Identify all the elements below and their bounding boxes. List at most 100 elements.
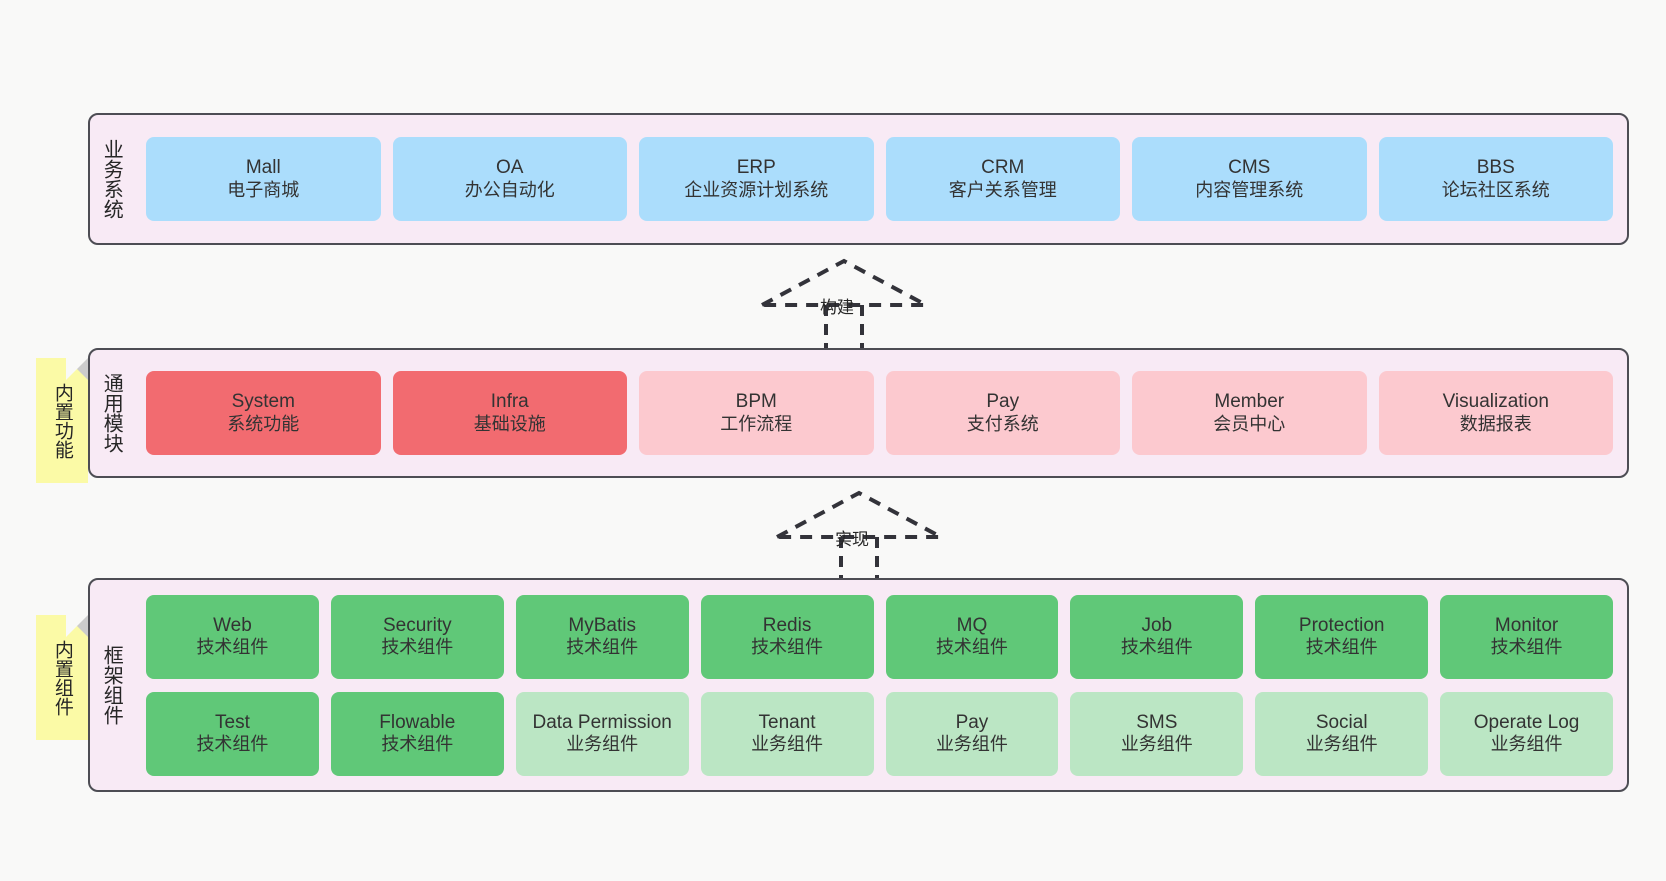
card-subtitle: 办公自动化 bbox=[464, 179, 555, 200]
card-subtitle: 技术组件 bbox=[381, 734, 454, 755]
card-title: Monitor bbox=[1494, 614, 1559, 636]
card-redis[interactable]: Redis 技术组件 bbox=[700, 594, 874, 679]
card-bbs[interactable]: BBS 论坛社区系统 bbox=[1378, 137, 1613, 221]
card-subtitle: 企业资源计划系统 bbox=[684, 179, 829, 200]
business-card-list: Mall 电子商城 OA 办公自动化 ERP 企业资源计划系统 CRM 客户关系… bbox=[132, 115, 1627, 243]
card-title: Tenant bbox=[758, 711, 816, 733]
connector-implement-arrow bbox=[776, 490, 942, 582]
card-title: Protection bbox=[1298, 614, 1385, 636]
card-pay-module[interactable]: Pay 支付系统 bbox=[885, 371, 1120, 455]
card-operate-log[interactable]: Operate Log 业务组件 bbox=[1440, 691, 1613, 776]
card-title: Data Permission bbox=[532, 711, 672, 733]
framework-row-technical: Web 技术组件 Security 技术组件 MyBatis 技术组件 Redi… bbox=[146, 594, 1613, 679]
card-oa[interactable]: OA 办公自动化 bbox=[392, 137, 627, 221]
card-tenant[interactable]: Tenant 业务组件 bbox=[700, 691, 874, 776]
card-subtitle: 系统功能 bbox=[227, 413, 300, 434]
card-test[interactable]: Test 技术组件 bbox=[146, 691, 319, 776]
card-title: OA bbox=[496, 157, 524, 179]
card-social[interactable]: Social 业务组件 bbox=[1255, 691, 1429, 776]
layer-title-business-systems: 业务系统 bbox=[100, 139, 123, 219]
card-subtitle: 支付系统 bbox=[966, 413, 1039, 434]
card-system[interactable]: System 系统功能 bbox=[146, 371, 381, 455]
card-title: Flowable bbox=[379, 711, 456, 733]
card-subtitle: 技术组件 bbox=[196, 734, 269, 755]
card-subtitle: 技术组件 bbox=[196, 637, 269, 658]
card-title: Web bbox=[213, 614, 252, 636]
card-title: MyBatis bbox=[568, 614, 636, 636]
card-subtitle: 业务组件 bbox=[566, 734, 639, 755]
card-subtitle: 业务组件 bbox=[1120, 734, 1193, 755]
card-subtitle: 论坛社区系统 bbox=[1441, 179, 1550, 200]
card-title: CMS bbox=[1228, 157, 1271, 179]
card-web[interactable]: Web 技术组件 bbox=[146, 594, 319, 679]
connector-implement: 实现 bbox=[765, 487, 945, 582]
card-subtitle: 业务组件 bbox=[751, 734, 824, 755]
card-title: System bbox=[231, 391, 295, 413]
card-monitor[interactable]: Monitor 技术组件 bbox=[1440, 594, 1613, 679]
card-subtitle: 业务组件 bbox=[935, 734, 1008, 755]
card-data-permission[interactable]: Data Permission 业务组件 bbox=[515, 691, 689, 776]
card-title: MQ bbox=[956, 614, 988, 636]
connector-build-arrow bbox=[761, 258, 927, 350]
card-flowable[interactable]: Flowable 技术组件 bbox=[330, 691, 504, 776]
card-mall[interactable]: Mall 电子商城 bbox=[146, 137, 381, 221]
modules-card-list: System 系统功能 Infra 基础设施 BPM 工作流程 Pay 支付系统… bbox=[132, 350, 1627, 476]
card-subtitle: 基础设施 bbox=[473, 413, 546, 434]
card-title: Pay bbox=[955, 711, 989, 733]
card-title: Security bbox=[382, 614, 452, 636]
card-title: Job bbox=[1141, 614, 1173, 636]
connector-implement-label: 实现 bbox=[835, 530, 869, 549]
layer-title-framework-components: 框架组件 bbox=[100, 645, 123, 725]
card-title: BPM bbox=[735, 391, 777, 413]
card-title: Mall bbox=[245, 157, 281, 179]
card-title: Pay bbox=[986, 391, 1020, 413]
sticky-note-builtin-functions: 内置功能 bbox=[36, 358, 88, 483]
card-subtitle: 技术组件 bbox=[751, 637, 824, 658]
card-subtitle: 电子商城 bbox=[227, 179, 300, 200]
card-title: CRM bbox=[981, 157, 1025, 179]
connector-build-label: 构建 bbox=[820, 298, 854, 317]
layer-framework-components: 框架组件 Web 技术组件 Security 技术组件 MyBatis 技术组件… bbox=[88, 578, 1629, 792]
card-pay-component[interactable]: Pay 业务组件 bbox=[885, 691, 1059, 776]
card-title: ERP bbox=[736, 157, 776, 179]
card-subtitle: 业务组件 bbox=[1305, 734, 1378, 755]
card-crm[interactable]: CRM 客户关系管理 bbox=[885, 137, 1120, 221]
card-mq[interactable]: MQ 技术组件 bbox=[885, 594, 1059, 679]
card-title: BBS bbox=[1476, 157, 1515, 179]
card-sms[interactable]: SMS 业务组件 bbox=[1070, 691, 1244, 776]
card-subtitle: 会员中心 bbox=[1213, 413, 1286, 434]
framework-card-grid: Web 技术组件 Security 技术组件 MyBatis 技术组件 Redi… bbox=[132, 580, 1627, 790]
card-title: Visualization bbox=[1442, 391, 1549, 413]
card-subtitle: 技术组件 bbox=[1120, 637, 1193, 658]
card-member[interactable]: Member 会员中心 bbox=[1132, 371, 1367, 455]
card-subtitle: 技术组件 bbox=[935, 637, 1008, 658]
card-subtitle: 业务组件 bbox=[1490, 734, 1563, 755]
layer-common-modules: 通用模块 System 系统功能 Infra 基础设施 BPM 工作流程 Pay… bbox=[88, 348, 1629, 478]
card-subtitle: 数据报表 bbox=[1459, 413, 1532, 434]
sticky-fold-cut-icon bbox=[66, 358, 88, 380]
card-subtitle: 技术组件 bbox=[566, 637, 639, 658]
layer-title-common-modules: 通用模块 bbox=[100, 373, 123, 453]
card-bpm[interactable]: BPM 工作流程 bbox=[639, 371, 874, 455]
card-subtitle: 工作流程 bbox=[720, 413, 793, 434]
card-cms[interactable]: CMS 内容管理系统 bbox=[1132, 137, 1367, 221]
card-subtitle: 内容管理系统 bbox=[1195, 179, 1304, 200]
card-erp[interactable]: ERP 企业资源计划系统 bbox=[639, 137, 874, 221]
card-title: Test bbox=[215, 711, 250, 733]
connector-build: 构建 bbox=[750, 255, 930, 350]
sticky-note-builtin-components: 内置组件 bbox=[36, 615, 88, 740]
card-mybatis[interactable]: MyBatis 技术组件 bbox=[515, 594, 689, 679]
card-subtitle: 技术组件 bbox=[1490, 637, 1563, 658]
card-title: Operate Log bbox=[1473, 711, 1580, 733]
card-subtitle: 客户关系管理 bbox=[948, 179, 1057, 200]
card-protection[interactable]: Protection 技术组件 bbox=[1255, 594, 1429, 679]
card-infra[interactable]: Infra 基础设施 bbox=[392, 371, 627, 455]
sticky-fold-cut-icon bbox=[66, 615, 88, 637]
card-security[interactable]: Security 技术组件 bbox=[330, 594, 504, 679]
card-visualization[interactable]: Visualization 数据报表 bbox=[1378, 371, 1613, 455]
card-job[interactable]: Job 技术组件 bbox=[1070, 594, 1244, 679]
card-title: Social bbox=[1315, 711, 1368, 733]
card-title: Infra bbox=[490, 391, 529, 413]
card-title: SMS bbox=[1136, 711, 1178, 733]
